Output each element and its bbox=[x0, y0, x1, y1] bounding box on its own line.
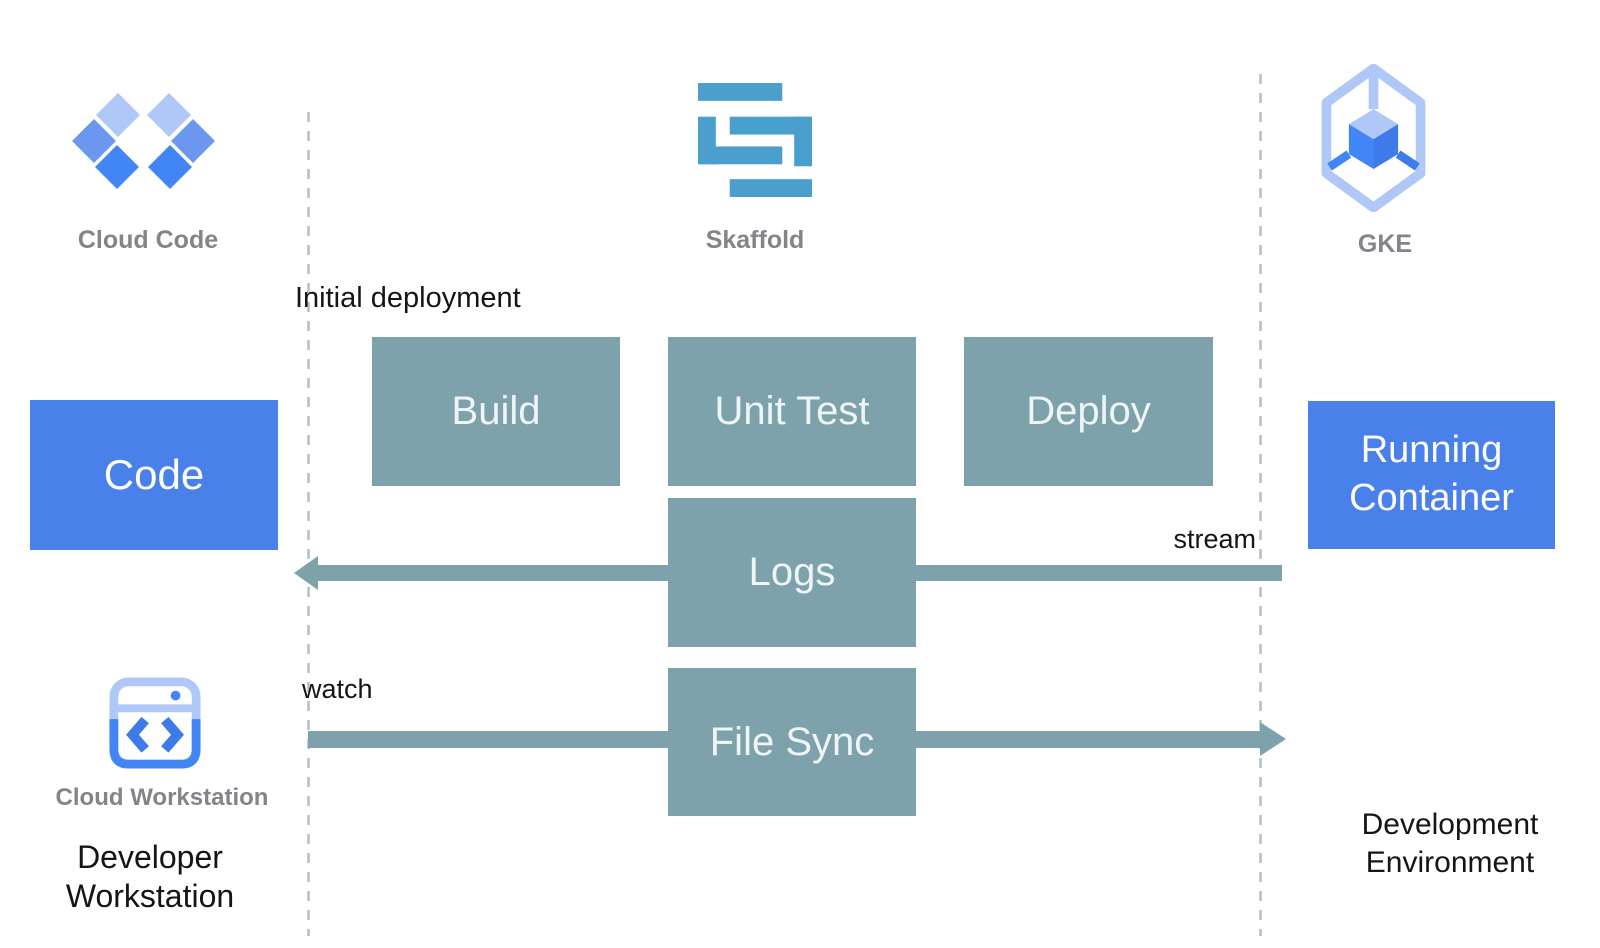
unit-test-box: Unit Test bbox=[668, 337, 916, 486]
code-box: Code bbox=[30, 400, 278, 550]
development-environment-label: Development Environment bbox=[1361, 808, 1539, 880]
code-box-label: Code bbox=[103, 451, 205, 498]
stream-arrowhead bbox=[294, 556, 318, 590]
file-sync-box: File Sync bbox=[668, 668, 916, 816]
cloud-code-icon bbox=[72, 93, 215, 189]
build-box-label: Build bbox=[451, 389, 541, 433]
initial-deployment-label: Initial deployment bbox=[295, 282, 521, 314]
build-box: Build bbox=[372, 337, 620, 486]
cloud-workstation-icon bbox=[109, 677, 201, 769]
running-container-box-label: Running Container bbox=[1349, 429, 1514, 519]
logs-box: Logs bbox=[668, 498, 916, 647]
file-sync-box-label: File Sync bbox=[709, 719, 875, 764]
developer-workstation-label: Developer Workstation bbox=[65, 839, 235, 915]
deploy-box-label: Deploy bbox=[1026, 389, 1151, 433]
watch-arrow-label: watch bbox=[302, 674, 373, 704]
running-container-box: Running Container bbox=[1308, 401, 1555, 549]
cloud-workstation-label: Cloud Workstation bbox=[55, 784, 269, 811]
watch-arrowhead bbox=[1260, 722, 1286, 756]
gke-label: GKE bbox=[1357, 230, 1413, 258]
skaffold-icon bbox=[698, 83, 813, 198]
skaffold-label: Skaffold bbox=[705, 226, 805, 254]
stream-arrow-label: stream bbox=[1173, 524, 1256, 554]
logs-box-label: Logs bbox=[748, 550, 836, 594]
unit-test-box-label: Unit Test bbox=[714, 389, 870, 433]
deploy-box: Deploy bbox=[964, 337, 1213, 486]
cloud-code-label: Cloud Code bbox=[77, 226, 219, 254]
gke-icon bbox=[1321, 64, 1426, 212]
